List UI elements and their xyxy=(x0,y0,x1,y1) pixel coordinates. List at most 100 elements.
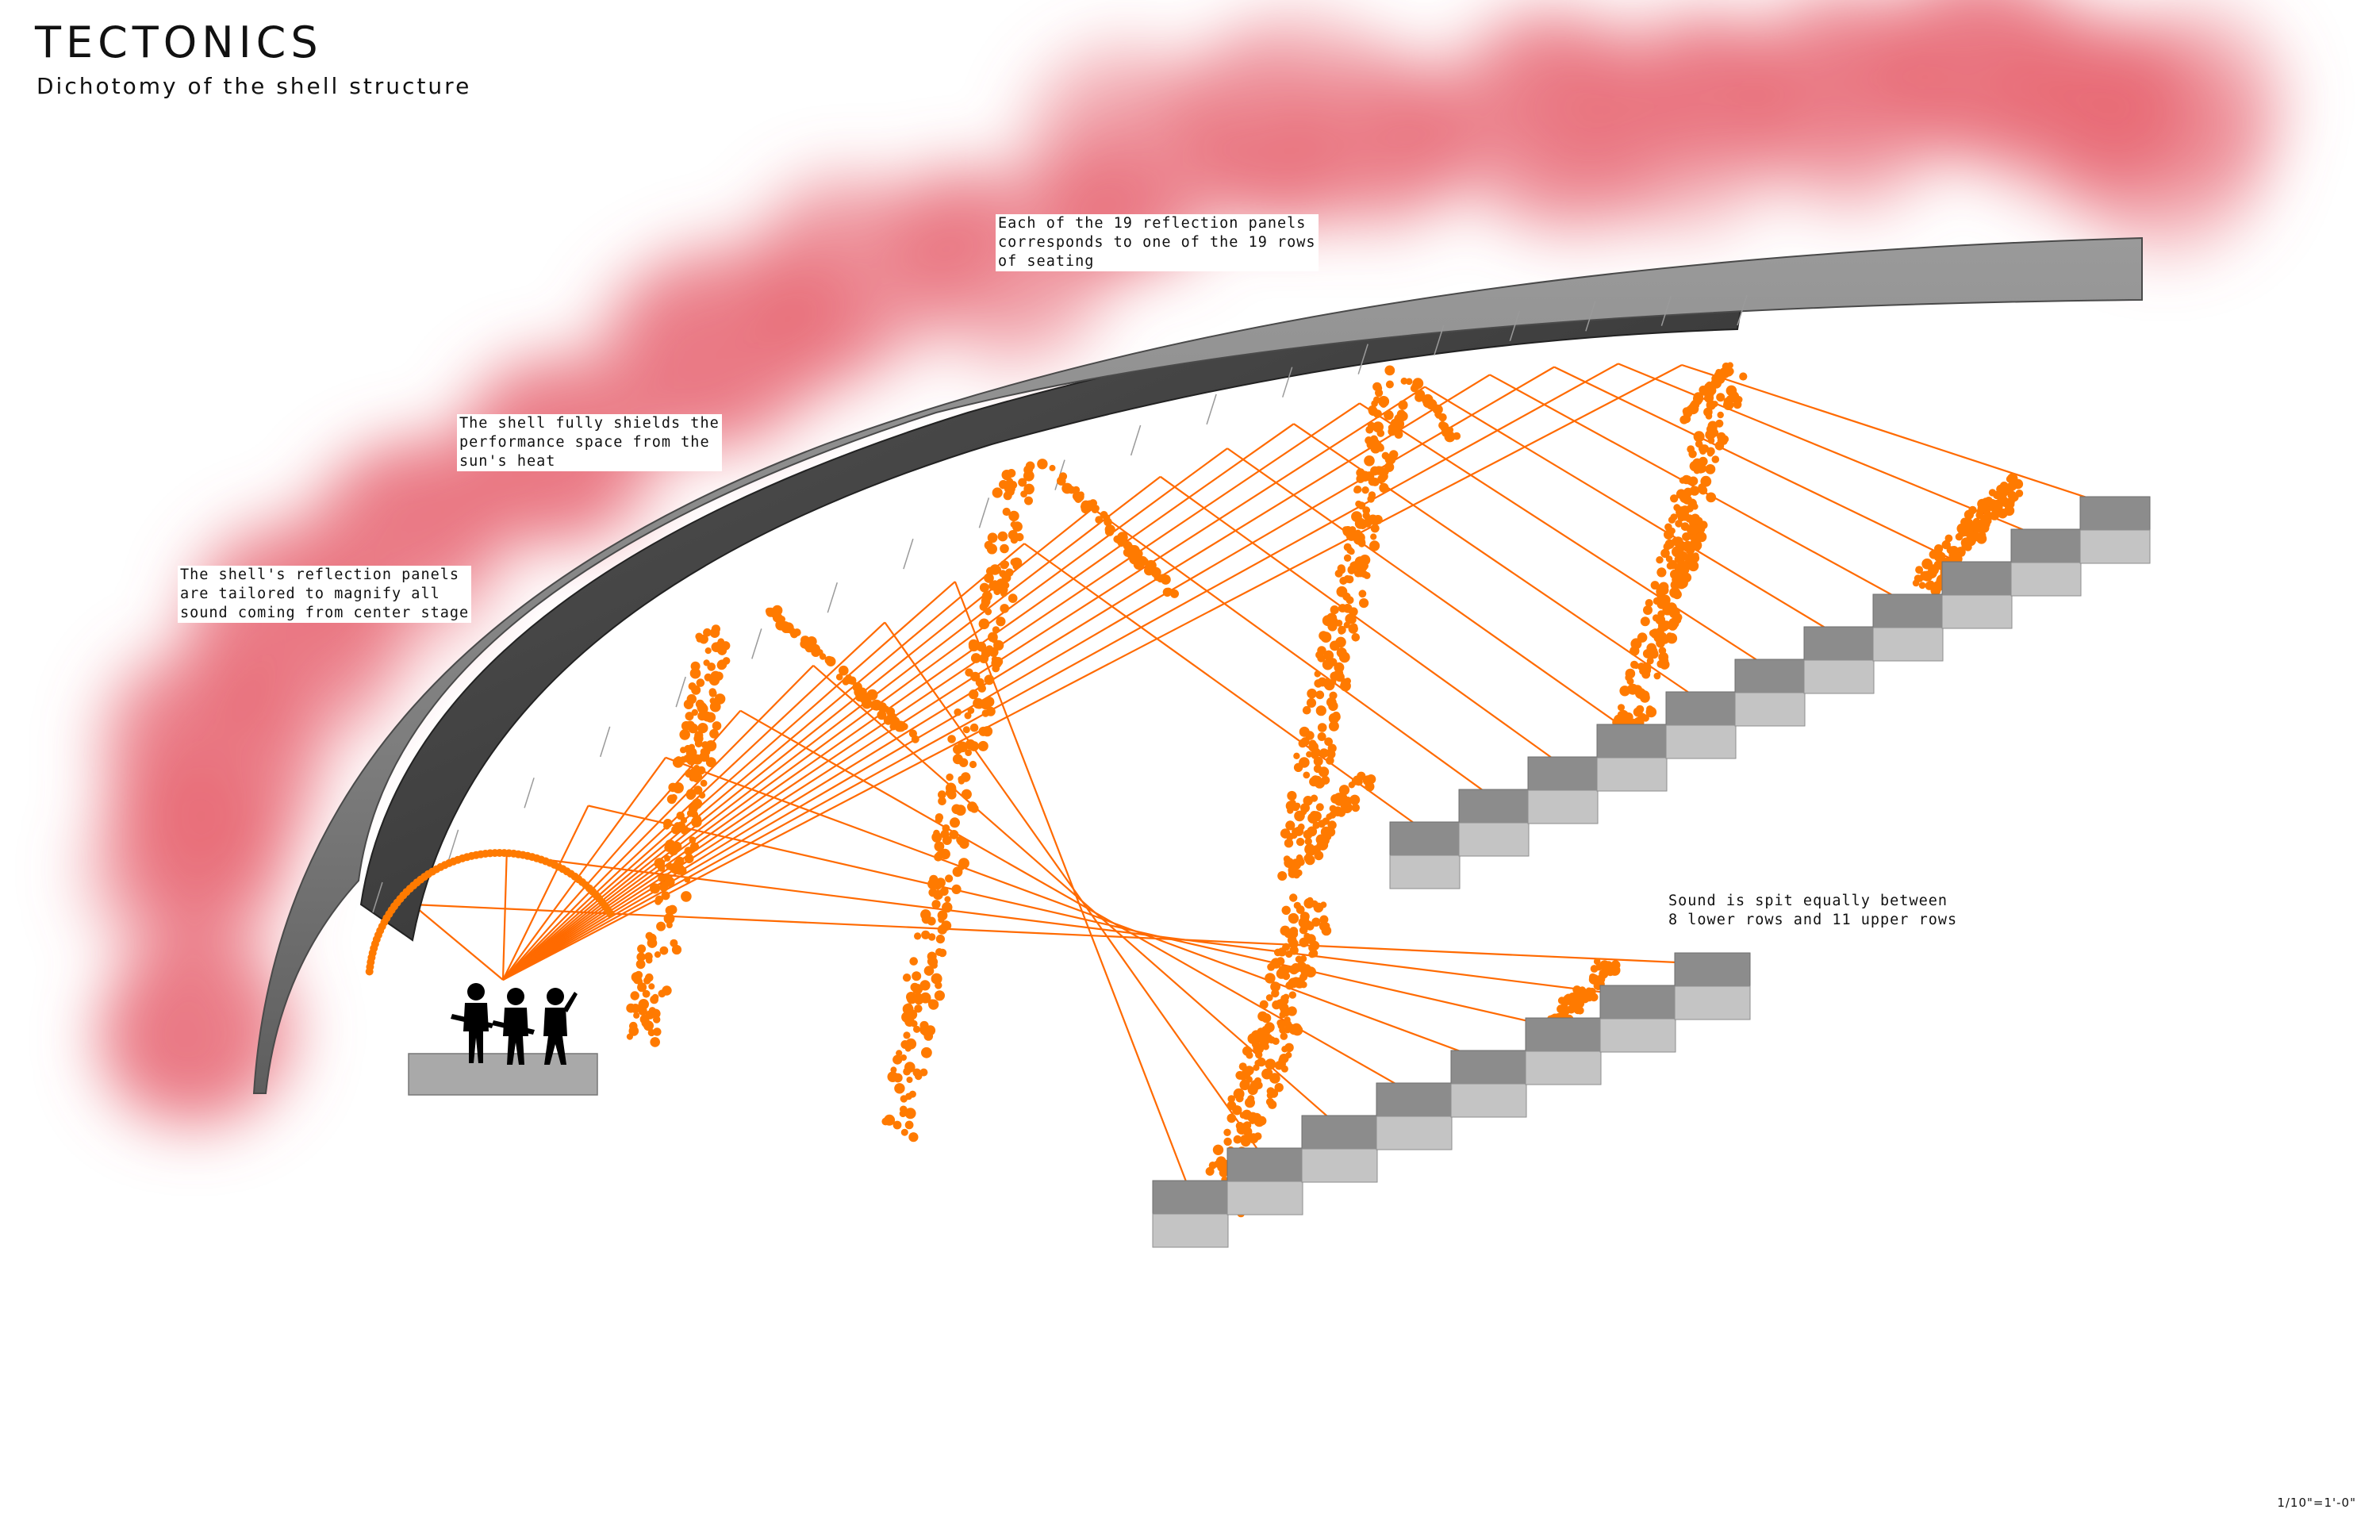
sound-particle xyxy=(1305,731,1315,740)
sound-particle xyxy=(1161,574,1171,585)
sound-particle xyxy=(1165,587,1173,595)
sound-particle xyxy=(1983,518,1990,526)
sound-particle xyxy=(2008,501,2015,509)
sound-particle xyxy=(1345,530,1357,541)
sound-particle xyxy=(1941,540,1951,550)
sound-particle xyxy=(1321,925,1332,936)
sound-particle xyxy=(1077,491,1084,498)
sound-particle xyxy=(1327,820,1337,830)
sound-particle xyxy=(1964,509,1974,520)
sound-particle xyxy=(703,628,712,637)
sound-particle xyxy=(969,723,979,732)
sound-particle xyxy=(1305,920,1312,927)
sound-particle xyxy=(1265,1058,1276,1070)
sound-particle xyxy=(1377,474,1387,483)
sound-particle xyxy=(1637,632,1648,643)
sound-particle xyxy=(1359,598,1369,609)
sound-particle xyxy=(945,782,957,793)
sound-particle xyxy=(1706,425,1717,436)
sound-particle xyxy=(1330,640,1340,651)
sound-particle xyxy=(1723,399,1734,410)
sound-particle xyxy=(1666,632,1673,639)
sound-particle xyxy=(1695,463,1706,474)
sound-wave-particles xyxy=(365,362,2024,1218)
sound-particle xyxy=(712,721,722,731)
sound-particle xyxy=(1276,957,1285,966)
sound-particle xyxy=(1299,955,1307,962)
sound-particle xyxy=(710,670,721,682)
panel-joint xyxy=(447,829,459,861)
center-stage xyxy=(408,983,598,1096)
sound-particle xyxy=(852,682,862,693)
sound-particle xyxy=(1274,1083,1284,1093)
sound-particle xyxy=(1239,1079,1250,1091)
sound-particle xyxy=(954,708,962,716)
sound-particle xyxy=(1363,571,1371,579)
sound-particle xyxy=(951,804,962,815)
sound-particle xyxy=(1689,486,1700,496)
sound-particle xyxy=(1020,490,1027,497)
sound-particle xyxy=(1443,426,1453,436)
sound-particle xyxy=(1330,671,1340,682)
sound-particle xyxy=(1326,613,1338,624)
sound-particle xyxy=(1247,1085,1258,1096)
stage-platform xyxy=(408,1053,598,1096)
sound-ray xyxy=(502,665,814,981)
sound-particle xyxy=(934,852,942,862)
sound-particle xyxy=(1720,437,1728,445)
sound-particle xyxy=(681,891,692,902)
sound-particle xyxy=(1311,900,1319,908)
sound-particle xyxy=(1379,482,1389,493)
sound-particle xyxy=(919,980,931,991)
sound-particle xyxy=(659,946,669,955)
sound-particle xyxy=(974,698,985,709)
sound-particle xyxy=(1354,517,1366,529)
sound-particle xyxy=(894,1083,905,1094)
sound-particle xyxy=(1008,489,1015,496)
sound-particle xyxy=(999,570,1007,578)
sound-particle xyxy=(1574,998,1585,1009)
sound-particle xyxy=(920,909,931,920)
sound-particle xyxy=(877,710,887,720)
seat-step-top xyxy=(1872,593,1944,628)
sound-particle xyxy=(1665,555,1673,563)
sound-particle xyxy=(1368,477,1377,486)
sound-particle xyxy=(1933,551,1945,563)
sound-particle xyxy=(1576,1006,1584,1015)
sound-particle xyxy=(1357,501,1366,510)
sound-particle xyxy=(1257,1027,1265,1035)
sound-particle xyxy=(1208,1162,1217,1169)
sound-particle xyxy=(1317,723,1327,732)
sound-particle xyxy=(1257,1057,1266,1067)
sound-particle xyxy=(1351,803,1361,812)
sound-particle xyxy=(900,1095,908,1103)
sound-ray xyxy=(502,364,1683,981)
sound-particle xyxy=(909,957,918,966)
seat-step-riser xyxy=(1872,627,1944,662)
sound-particle xyxy=(653,1027,662,1036)
sound-particle xyxy=(1292,1024,1303,1036)
performer-silhouette-icon xyxy=(492,988,535,1065)
sound-particle xyxy=(889,723,897,731)
sound-particle xyxy=(991,655,998,663)
seat-step-riser xyxy=(1458,822,1530,857)
sound-particle xyxy=(1670,569,1680,580)
sound-particle xyxy=(989,564,1001,575)
reflected-ray xyxy=(1226,447,1636,736)
sound-particle xyxy=(1398,400,1408,410)
sound-particle xyxy=(903,1031,911,1039)
sound-particle xyxy=(1596,974,1606,984)
sound-particle xyxy=(636,952,646,962)
sound-particle xyxy=(1664,539,1675,549)
sound-particle xyxy=(1317,732,1326,741)
sound-particle xyxy=(662,985,672,996)
sound-particle xyxy=(1300,808,1307,816)
sound-particle xyxy=(674,858,681,867)
sound-particle xyxy=(1370,533,1377,540)
panel-joint xyxy=(1660,295,1672,326)
sound-particle xyxy=(1626,678,1634,686)
sound-particle xyxy=(1288,913,1297,923)
sound-particle xyxy=(1319,915,1329,924)
sound-particle xyxy=(666,905,675,916)
sound-particle xyxy=(1326,813,1333,820)
